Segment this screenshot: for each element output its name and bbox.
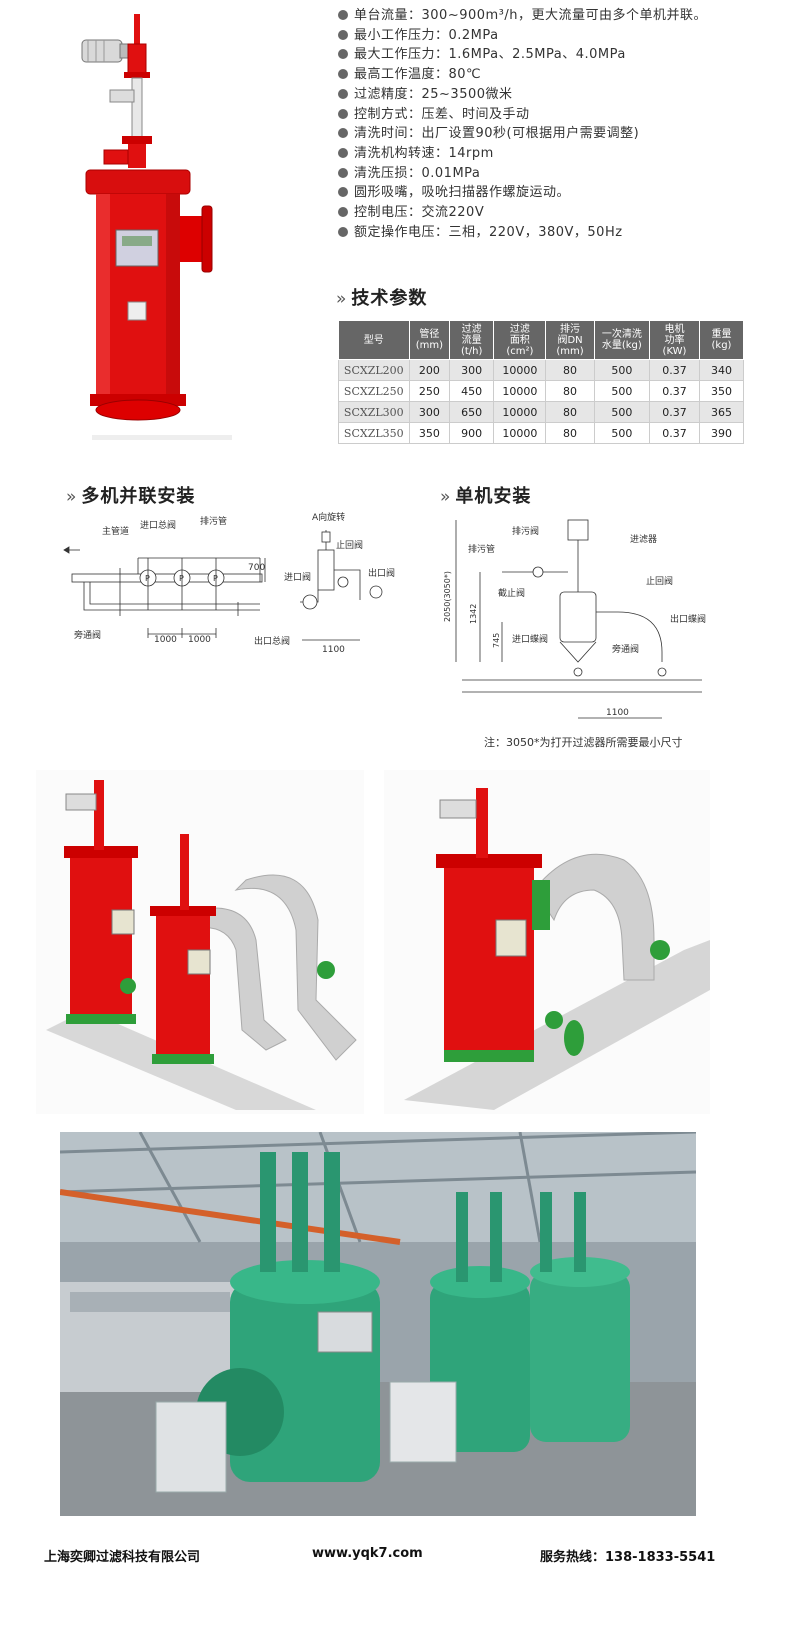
single-install-diagram: 排污阀 进滤器 排污管 止回阀 截止阀 2050(3050*) 1342 745… [443,519,706,719]
parallel-install-diagram: P P P 主管道 进口总阀 排污管 旁通阀 出口总阀 700 1000 100… [63,511,395,655]
col-header: 电机功率(KW) [649,320,700,360]
col-header: 型号 [338,320,410,360]
service-hotline: 服务热线：138-1833-5541 [540,1550,716,1565]
spec-item: 清洗时间：出厂设置90秒(可根据用户需要调整) [338,124,778,144]
label-dim-1100: 1100 [322,645,345,655]
bullet-icon [338,128,348,139]
label-view-a: A向旋转 [312,511,345,523]
spec-item: 圆形吸嘴，吸吮扫描器作螺旋运动。 [338,183,778,203]
label-outlet-main-valve: 出口总阀 [254,635,290,647]
svg-text:P: P [213,574,218,583]
bullet-icon [338,88,348,99]
label-check-valve: 止回阀 [646,575,673,587]
col-header: 过滤流量(t/h) [449,320,495,360]
bullet-icon [338,147,348,158]
label-dim-700: 700 [248,563,265,573]
label-inlet-gate: 进口蝶阀 [512,633,548,645]
bullet-icon [338,207,348,218]
bullet-icon [338,10,348,20]
parallel-install-heading: »多机并联安装 [66,486,196,507]
col-header: 排污阀DN(mm) [545,320,595,360]
bullet-icon [338,49,348,60]
label-bypass-valve: 旁通阀 [74,629,101,641]
label-check-valve: 止回阀 [336,539,363,551]
double-arrow-icon: » [66,487,78,507]
spec-item: 清洗机构转速：14rpm [338,144,778,164]
company-name: 上海奕卿过滤科技有限公司 [44,1550,201,1565]
label-dim-2050: 2050(3050*) [443,571,452,622]
label-inlet-main-valve: 进口总阀 [140,519,176,531]
spec-item: 控制方式：压差、时间及手动 [338,105,778,125]
spec-item: 过滤精度：25~3500微米 [338,85,778,105]
spec-item: 最大工作压力：1.6MPa、2.5MPa、4.0MPa [338,45,778,65]
double-arrow-icon: » [336,289,348,309]
svg-text:P: P [179,574,184,583]
single-3d-render [384,770,710,1114]
label-dim-1100: 1100 [606,708,629,718]
factory-photo [60,1132,696,1516]
col-header: 重量(kg) [698,320,745,360]
spec-list: 单台流量：300~900m³/h，更大流量可由多个单机并联。 最小工作压力：0.… [338,6,778,242]
spec-item: 最小工作压力：0.2MPa [338,26,778,46]
single-install-heading: »单机安装 [440,486,532,507]
label-dim-745: 745 [492,633,501,648]
parallel-3d-render [36,770,364,1114]
install-note: 注：3050*为打开过滤器所需要最小尺寸 [484,736,683,749]
spec-item: 控制电压：交流220V [338,203,778,223]
label-shutoff-valve: 截止阀 [498,587,525,599]
bullet-icon [338,108,348,119]
bullet-icon [338,29,348,40]
label-filter: 进滤器 [630,533,657,545]
website-link[interactable]: www.yqk7.com [312,1546,423,1561]
label-inlet-valve: 进口阀 [284,572,311,583]
label-dim-1000: 1000 [188,635,211,645]
double-arrow-icon: » [440,487,452,507]
label-outlet-valve: 出口阀 [368,567,395,579]
table-header-row: 型号 管径(mm) 过滤流量(t/h) 过滤面积(cm²) 排污阀DN(mm) … [338,320,745,360]
spec-item: 清洗压损：0.01MPa [338,164,778,184]
spec-item: 额定操作电压：三相，220V，380V，50Hz [338,223,778,243]
bullet-icon [338,187,348,198]
label-outlet-gate: 出口蝶阀 [670,613,706,625]
col-header: 一次清洗水量(kg) [593,320,651,360]
label-drain-pipe: 排污管 [200,515,227,527]
label-main-pipe: 主管道 [102,525,129,537]
label-dim-1342: 1342 [469,604,478,624]
spec-item: 最高工作温度：80℃ [338,65,778,85]
bullet-icon [338,167,348,178]
label-bypass-valve: 旁通阀 [612,643,639,655]
label-drain-pipe: 排污管 [468,543,495,555]
filter-product-render [81,14,232,440]
col-header: 管径(mm) [408,320,451,360]
spec-item: 单台流量：300~900m³/h，更大流量可由多个单机并联。 [338,6,778,26]
svg-text:P: P [145,574,150,583]
label-drain-valve: 排污阀 [512,525,539,537]
tech-params-heading: »技术参数 [336,288,428,309]
label-dim-1000: 1000 [154,635,177,645]
tech-params-table: 型号 管径(mm) 过滤流量(t/h) 过滤面积(cm²) 排污阀DN(mm) … [338,320,745,444]
bullet-icon [338,69,348,80]
col-header: 过滤面积(cm²) [493,320,547,360]
bullet-icon [338,226,348,237]
